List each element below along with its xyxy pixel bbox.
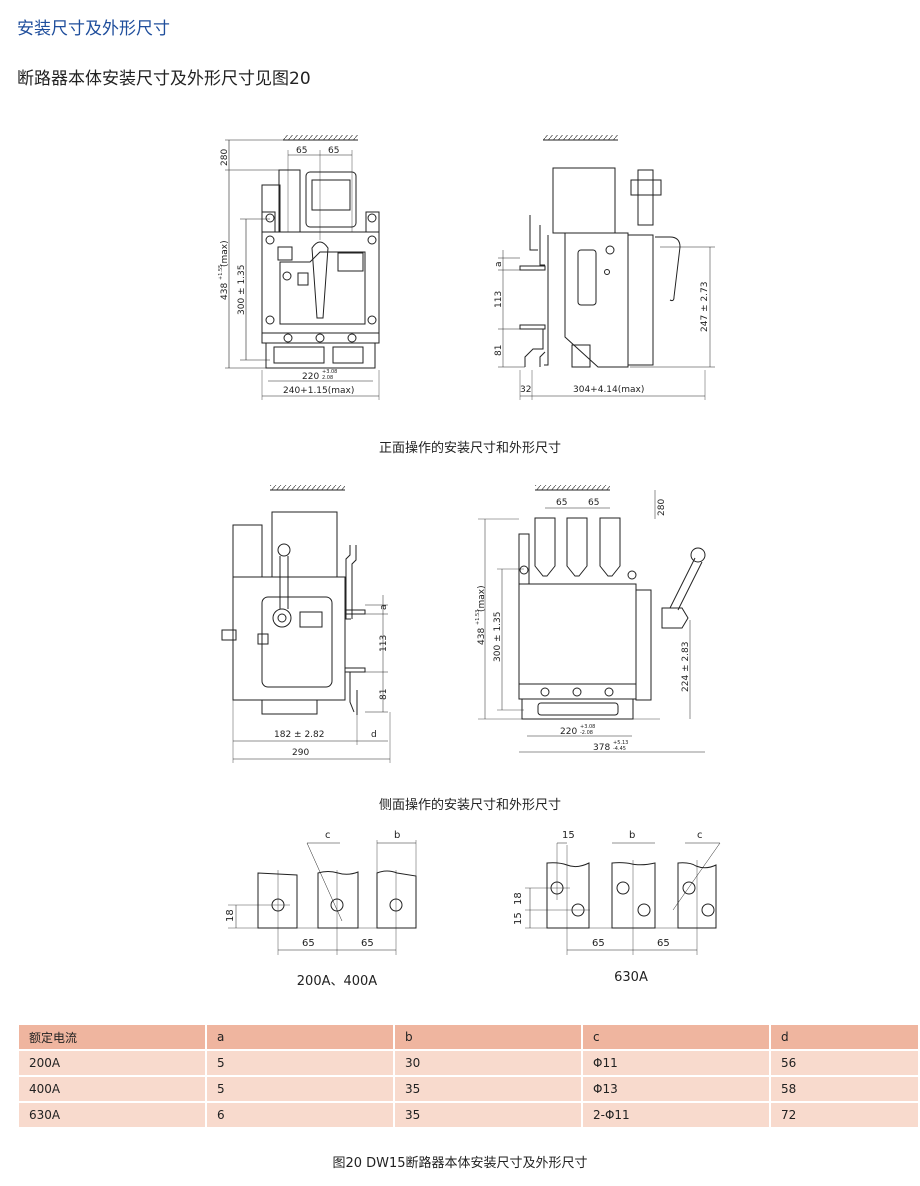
column-header: c [583,1025,769,1049]
terminal-labels-200a-400a: c b 18 65 65 [225,830,400,949]
dim-438-max: (max) [220,240,230,267]
front-operation-caption: 正面操作的安装尺寸和外形尺寸 [378,441,562,456]
dim-65: 65 [657,938,670,949]
dim-300: 300 ± 1.35 [493,612,503,662]
terminal-labels-630a: 15 b c 18 15 65 65 [513,830,703,949]
table-cell: 58 [771,1077,918,1101]
dim-280: 280 [220,149,230,166]
dim-220-upper: +3.08 [580,724,595,730]
table-row: 630A 6 35 2-Φ11 72 [19,1103,918,1127]
table-cell: 630A [19,1103,205,1127]
dim-220: 220 [302,372,319,382]
dim-18: 18 [225,909,236,922]
dim-b: b [394,830,400,841]
dim-65: 65 [592,938,605,949]
dim-65: 65 [556,498,567,508]
dim-290: 290 [292,748,309,758]
dim-220-upper: +3.08 [322,369,337,375]
terminal-caption-630a: 630A [614,970,648,985]
table-cell: 35 [395,1077,581,1101]
table-cell: 5 [207,1077,393,1101]
dim-378: 378 [593,743,610,753]
dim-15: 15 [513,912,524,925]
table-row: 200A 5 30 Φ11 56 [19,1051,918,1075]
section-title: 安装尺寸及外形尺寸 [17,19,170,39]
dim-182: 182 ± 2.82 [274,730,324,740]
section-subtitle: 断路器本体安装尺寸及外形尺寸见图20 [17,69,311,89]
dim-438: 438 [220,283,230,300]
dim-304: 304+4.14(max) [573,385,644,395]
dim-378-upper: +5.13 [613,740,628,746]
front-view-drawing [225,135,380,400]
dim-224: 224 ± 2.83 [681,642,691,692]
dim-240: 240+1.15(max) [283,386,354,396]
dim-438: 438 [477,628,487,645]
dimension-drawings: 280 65 65 438 +1.55 (max) 300 ± 1.35 220… [218,135,721,955]
dim-a: a [379,604,389,610]
figure-caption: 图20 DW15断路器本体安装尺寸及外形尺寸 [332,1156,588,1171]
dim-65: 65 [328,146,339,156]
dim-a: a [494,261,504,267]
table-cell: Φ11 [583,1051,769,1075]
dim-81: 81 [379,689,389,700]
table-cell: Φ13 [583,1077,769,1101]
front-side-view-labels: a 113 81 247 ± 2.73 32 304+4.14(max) [494,261,710,395]
table-cell: 35 [395,1103,581,1127]
side-operation-side-view-labels: a 113 81 182 ± 2.82 d 290 [274,604,389,758]
terminal-drawing-200a-400a [228,840,417,955]
dim-18: 18 [513,892,524,905]
dim-438-max: (max) [477,585,487,612]
table-cell: 2-Φ11 [583,1103,769,1127]
dim-b: b [629,830,635,841]
dim-220-lower: 2.08 [322,375,333,381]
side-operation-caption: 侧面操作的安装尺寸和外形尺寸 [378,798,562,813]
dim-280: 280 [657,499,667,516]
dim-32: 32 [520,385,531,395]
side-operation-front-view-labels: 65 65 280 438 +1.53 (max) 300 ± 1.35 224… [475,498,691,753]
table-cell: 30 [395,1051,581,1075]
table-row: 400A 5 35 Φ13 58 [19,1077,918,1101]
terminal-drawing-630a [525,842,721,955]
dim-300: 300 ± 1.35 [237,265,247,315]
table-header-row: 额定电流 a b c d [19,1025,918,1049]
table-cell: 56 [771,1051,918,1075]
terminal-caption-200a-400a: 200A、400A [296,974,378,989]
dim-65: 65 [588,498,599,508]
dim-d: d [371,730,377,740]
table-cell: 400A [19,1077,205,1101]
dim-220: 220 [560,727,577,737]
front-side-view-drawing [498,135,715,400]
table-cell: 6 [207,1103,393,1127]
dim-65: 65 [361,938,374,949]
table-cell: 5 [207,1051,393,1075]
column-header: d [771,1025,918,1049]
dim-113: 113 [494,291,504,308]
dim-c: c [325,830,331,841]
dim-247: 247 ± 2.73 [700,282,710,332]
column-header: 额定电流 [19,1025,205,1049]
dimension-table: 额定电流 a b c d 200A 5 30 Φ11 56 400A 5 35 … [17,1023,920,1129]
dim-113: 113 [379,635,389,652]
table-cell: 200A [19,1051,205,1075]
dim-c: c [697,830,703,841]
dim-438-tolerance: +1.55 [218,265,224,280]
column-header: a [207,1025,393,1049]
dim-438-tolerance: +1.53 [475,610,481,625]
table-cell: 72 [771,1103,918,1127]
dim-81: 81 [494,345,504,356]
side-operation-side-view-drawing [221,485,391,763]
dim-65: 65 [302,938,315,949]
side-operation-front-view-drawing [478,485,706,753]
dim-378-lower: -4.45 [613,746,626,752]
dim-65: 65 [296,146,307,156]
column-header: b [395,1025,581,1049]
front-view-labels: 280 65 65 438 +1.55 (max) 300 ± 1.35 220… [218,146,354,396]
dim-15: 15 [562,830,575,841]
dim-220-lower: -2.08 [580,730,593,736]
